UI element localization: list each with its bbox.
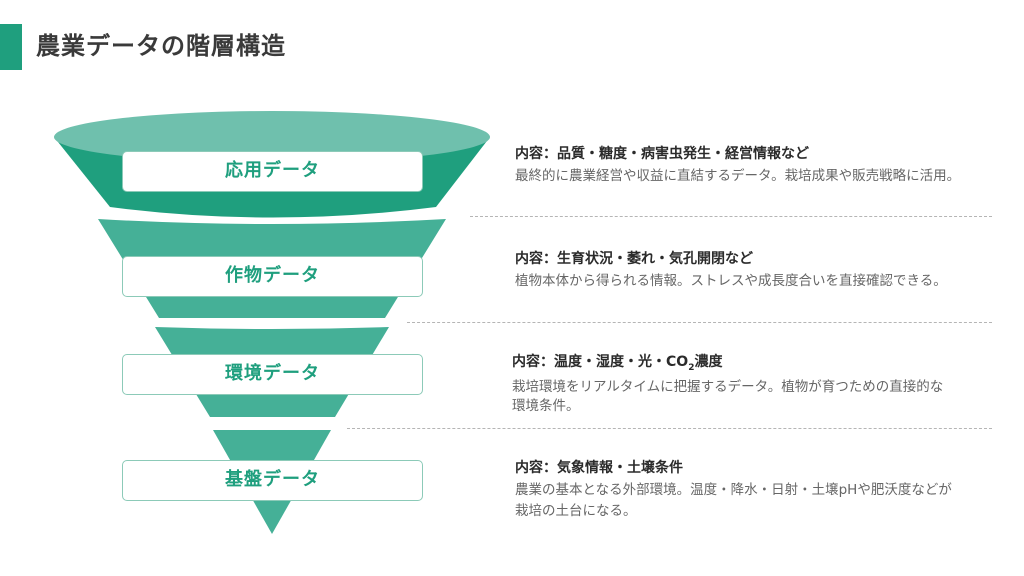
title-accent-bar: [0, 24, 22, 70]
funnel-top-ellipse: [54, 111, 490, 163]
description-text: 植物本体から得られる情報。ストレスや成長度合いを直接確認できる。: [515, 273, 947, 289]
layer-label-environment: 環境データ: [122, 354, 423, 395]
description-text: 農業の基本となる外部環境。温度・降水・日射・土壌pHや肥沃度などが栽培の土台にな…: [515, 482, 952, 519]
page-title: 農業データの階層構造: [36, 32, 286, 60]
heading-suffix: 濃度: [694, 354, 723, 370]
description-crop: 内容：生育状況・萎れ・気孔開閉など 植物本体から得られる情報。ストレスや成長度合…: [515, 249, 1005, 292]
description-heading: 内容：気象情報・土壌条件: [515, 460, 683, 476]
layer-label-foundation: 基盤データ: [122, 460, 423, 501]
description-foundation: 内容：気象情報・土壌条件 農業の基本となる外部環境。温度・降水・日射・土壌pHや…: [515, 458, 965, 522]
description-heading: 内容：品質・糖度・病害虫発生・経営情報など: [515, 146, 809, 162]
layer-label-application: 応用データ: [122, 151, 423, 192]
description-heading: 内容：生育状況・萎れ・気孔開閉など: [515, 251, 753, 267]
divider-2: [407, 322, 992, 323]
description-environment: 内容：温度・湿度・光・CO2濃度 栽培環境をリアルタイムに把握するデータ。植物が…: [512, 352, 952, 416]
heading-text: 内容：温度・湿度・光・CO: [512, 354, 689, 370]
description-text: 栽培環境をリアルタイムに把握するデータ。植物が育つための直接的な環境条件。: [512, 378, 944, 414]
description-heading: 内容：温度・湿度・光・CO2濃度: [512, 352, 952, 378]
co2-subscript: 2: [688, 362, 695, 373]
layer-label-crop: 作物データ: [122, 256, 423, 297]
description-application: 内容：品質・糖度・病害虫発生・経営情報など 最終的に農業経営や収益に直結するデー…: [515, 144, 975, 187]
divider-3: [347, 428, 992, 429]
divider-1: [470, 216, 992, 217]
description-text: 最終的に農業経営や収益に直結するデータ。栽培成果や販売戦略に活用。: [515, 168, 961, 184]
